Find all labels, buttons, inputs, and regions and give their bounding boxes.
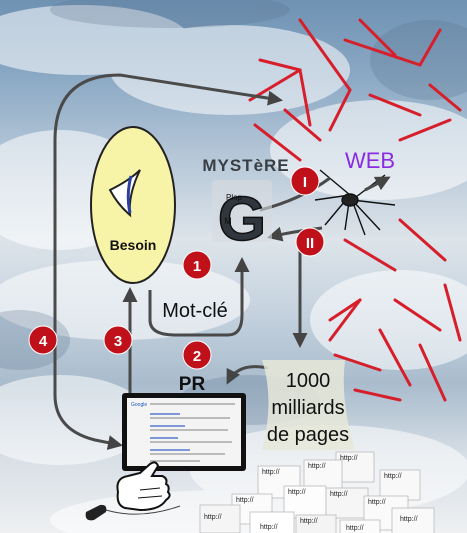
arrow-pages-to-pr <box>226 365 269 385</box>
svg-text:http://: http:// <box>300 518 318 525</box>
arrow-to-web-label <box>364 176 391 192</box>
svg-text:4: 4 <box>39 333 48 350</box>
eye-icon <box>108 169 141 218</box>
mot-cle-label: Mot-clé <box>162 300 228 322</box>
pointing-hand-icon <box>116 461 171 512</box>
g-m: M <box>224 216 232 226</box>
svg-text:http://: http:// <box>400 516 418 523</box>
g-logo-icon: G Plop M <box>212 180 272 255</box>
arrow-motcle-to-g <box>148 257 250 337</box>
svg-text:3: 3 <box>114 333 122 350</box>
pr-label: PR <box>179 374 206 395</box>
pages-count-node: 1000 milliards de pages <box>262 360 355 450</box>
spider-web-bottom <box>328 218 462 402</box>
arrow-web-to-g <box>267 226 323 242</box>
pages-line-3: de pages <box>267 424 349 446</box>
svg-text:I: I <box>303 174 307 191</box>
arrow-loop-to-results <box>53 345 123 451</box>
svg-text:http://: http:// <box>346 525 364 532</box>
mouse-icon <box>85 504 181 521</box>
spider-web-top <box>248 18 462 162</box>
svg-text:http://: http:// <box>330 491 348 498</box>
svg-text:1: 1 <box>193 258 201 275</box>
svg-text:http://: http:// <box>368 499 386 506</box>
badge-step-roman-1: I <box>290 166 320 196</box>
svg-text:http://: http:// <box>236 497 254 504</box>
pages-line-2: milliards <box>271 397 344 419</box>
besoin-label: Besoin <box>110 237 157 253</box>
svg-text:http://: http:// <box>260 524 278 531</box>
web-label: WEB <box>345 148 395 173</box>
svg-text:II: II <box>306 235 314 252</box>
g-plop: Plop <box>226 193 243 202</box>
badge-step-4: 4 <box>28 325 58 355</box>
svg-text:http://: http:// <box>340 455 358 462</box>
result-lines <box>150 403 235 462</box>
besoin-node: Besoin <box>90 126 176 284</box>
mystere-label: MYSTèRE <box>202 156 289 175</box>
svg-text:http://: http:// <box>308 463 326 470</box>
svg-text:http://: http:// <box>288 489 306 496</box>
web-pages-stack: http:// http:// http:// http:// http:// … <box>199 451 435 533</box>
pages-line-1: 1000 <box>286 370 331 392</box>
badge-step-2: 2 <box>182 340 212 370</box>
svg-text:Google: Google <box>131 402 147 408</box>
g-letter: G <box>218 185 266 254</box>
svg-text:http://: http:// <box>262 469 280 476</box>
arrow-loop-to-web <box>53 73 283 345</box>
badge-step-3: 3 <box>103 325 133 355</box>
svg-text:2: 2 <box>193 348 201 365</box>
step-badges: 1 2 3 4 I II <box>28 166 325 370</box>
svg-text:http://: http:// <box>204 514 222 521</box>
search-results-screen[interactable]: Google <box>122 393 246 471</box>
badge-step-1: 1 <box>182 250 212 280</box>
svg-text:http://: http:// <box>384 473 402 480</box>
badge-step-roman-2: II <box>295 227 325 257</box>
